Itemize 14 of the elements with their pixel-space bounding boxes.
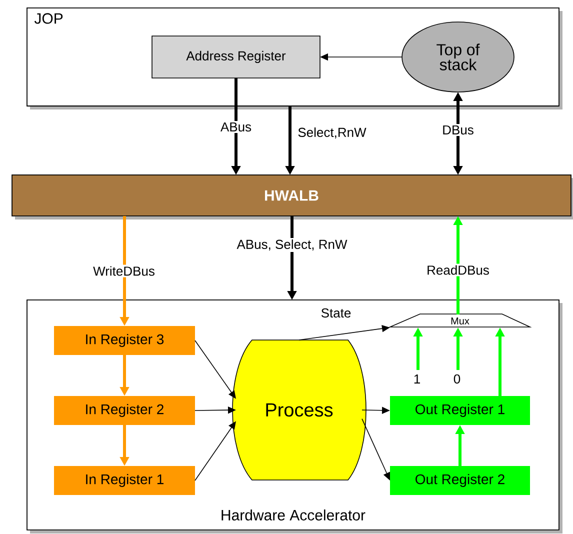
register-box: In Register 1: [54, 466, 195, 495]
register-box: Out Register 1: [390, 396, 530, 425]
register-box: Out Register 2: [390, 466, 530, 495]
edge-label: WriteDBus: [92, 264, 156, 278]
edge-label: ReadDBus: [425, 264, 491, 276]
edge-label: 1: [412, 373, 422, 385]
edge-label: Select,RnW: [296, 126, 368, 140]
bus-bar: HWALB: [12, 174, 573, 220]
register-box: Address Register: [152, 36, 320, 78]
edge-label: ABus, Select, RnW: [235, 238, 349, 252]
edge-label: ABus: [218, 120, 254, 134]
edge-label: DBus: [440, 124, 476, 136]
register-box: In Register 3: [54, 326, 195, 355]
register-box: In Register 2: [54, 396, 195, 425]
